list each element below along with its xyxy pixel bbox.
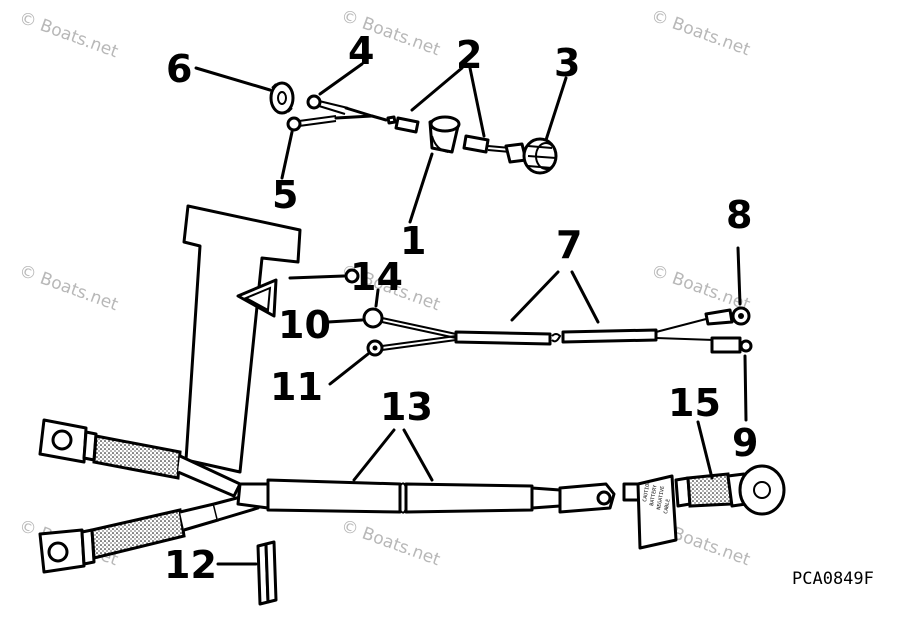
leader-line-1 [408,152,434,224]
callout-3: 3 [554,41,580,85]
part-1-grommet [428,115,461,154]
part-13-battery-cable [236,478,616,514]
watermark: © Boats.net [338,516,443,570]
leader-line-13a [352,428,396,482]
leader-line-7b [570,270,600,324]
leader-line-13b [402,428,434,482]
callout-9: 9 [732,421,758,465]
callout-10: 10 [278,303,331,347]
watermark: © Boats.net [16,261,121,315]
callout-5: 5 [272,173,298,217]
part-14-hole [344,268,360,284]
callout-6: 6 [166,47,192,91]
decal-line: CAUTION [642,481,652,503]
leader-line-14 [288,274,346,280]
callout-14: 14 [350,255,403,299]
part-12-grommets [256,540,278,606]
leader-line-5 [280,130,294,180]
decal-line: BATTERY [649,485,659,507]
watermark: © Boats.net [16,8,121,62]
diagram-code: PCA0849F [792,569,874,589]
part-2-connectors [386,115,490,154]
leader-line-9 [743,354,748,422]
part-15-battery-cable: CAUTION BATTERY NEGATIVE CABLE [622,464,786,550]
part-9-terminal [710,336,753,354]
callout-8: 8 [726,193,752,237]
part-3-plug [487,137,558,175]
callout-13: 13 [380,385,433,429]
callout-15: 15 [668,381,721,425]
leader-line-11 [328,352,370,386]
part-14-bracket-decal [182,204,302,474]
leader-line-2b [468,66,486,138]
callout-7: 7 [556,223,582,267]
leader-line-6 [194,66,272,92]
part-7-harness [454,317,715,346]
leader-line-2a [410,66,464,112]
callout-1: 1 [400,219,426,263]
leader-line-7a [510,270,560,322]
part-11-terminal [366,335,457,357]
leader-line-8 [736,246,742,306]
watermark: © Boats.net [648,261,753,315]
decal-line: NEGATIVE [656,486,666,511]
part-6-nut [269,81,295,115]
battery-cable-left-lower [38,492,260,574]
leader-line-3 [544,76,568,142]
callouts: 6 4 2 3 5 1 7 8 14 10 11 13 15 9 12 [164,29,758,587]
part-5-terminal [286,114,388,132]
part-8-terminal [704,306,751,326]
watermark: © Boats.net [648,6,753,60]
decal-line: CABLE [663,498,672,514]
callout-12: 12 [164,543,217,587]
part-10-terminal [362,307,457,339]
leader-line-10 [326,318,364,324]
callout-4: 4 [348,29,374,73]
leader-line-10a [374,288,380,308]
callout-2: 2 [456,33,482,77]
leader-line-4 [318,62,364,96]
callout-11: 11 [270,365,323,409]
battery-cable-left-upper [38,418,242,498]
leader-line-15 [696,420,714,480]
part-4-terminal [306,94,374,118]
